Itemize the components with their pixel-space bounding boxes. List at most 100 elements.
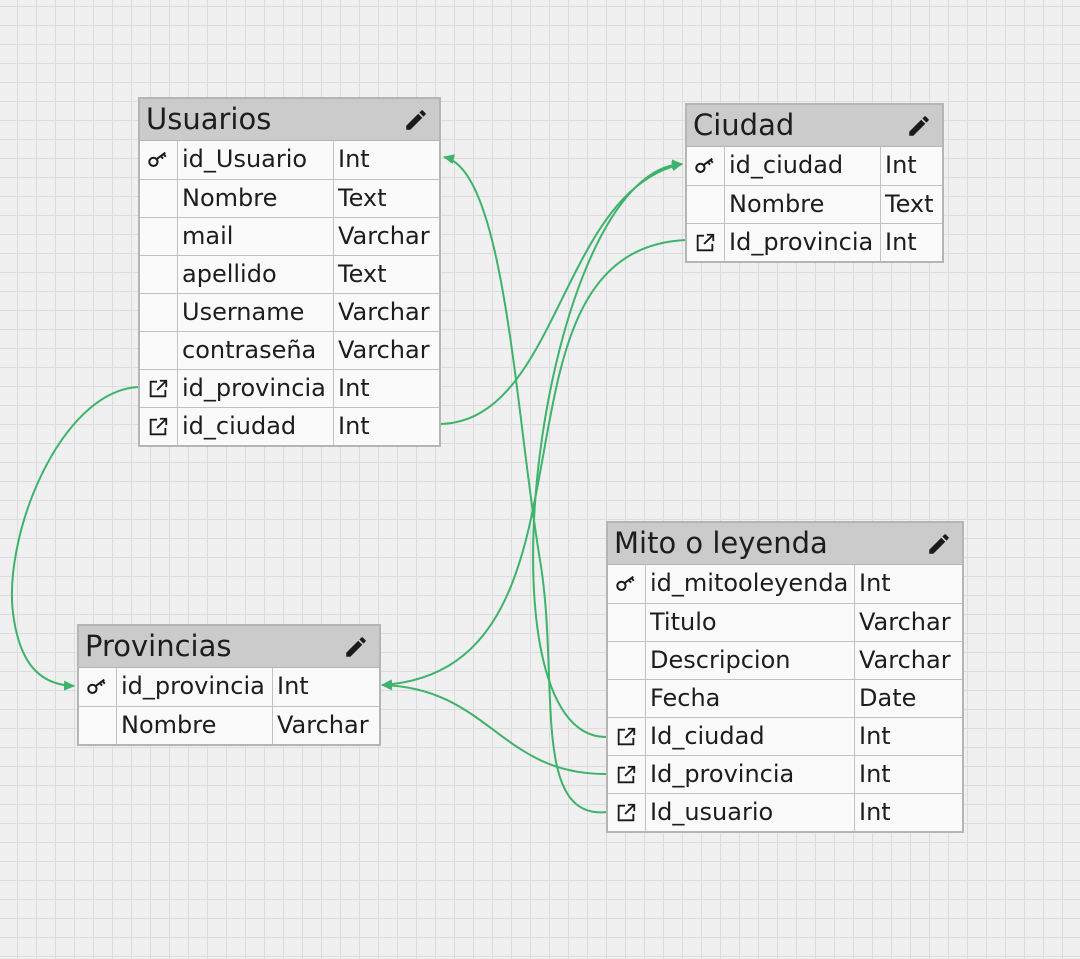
primary-key-icon xyxy=(608,565,646,603)
primary-key-icon xyxy=(687,147,725,185)
column-type: Int xyxy=(859,722,891,750)
foreign-key-icon xyxy=(608,718,646,755)
empty-icon-cell xyxy=(687,186,725,223)
empty-icon-cell xyxy=(608,642,646,679)
relation-mito-provincia[interactable] xyxy=(381,680,608,776)
column-type: Varchar xyxy=(338,222,430,250)
table-title: Mito o leyenda xyxy=(614,526,828,560)
foreign-key-icon xyxy=(687,224,725,261)
column-type: Int xyxy=(338,412,370,440)
column-type: Varchar xyxy=(277,711,369,739)
relation-usuarios-provincia[interactable] xyxy=(10,386,140,691)
empty-icon-cell xyxy=(79,707,117,744)
relation-usuarios-ciudad[interactable] xyxy=(440,161,683,425)
table-title: Ciudad xyxy=(693,108,795,142)
column-type: Int xyxy=(277,672,309,700)
column-type: Varchar xyxy=(859,608,951,636)
column-type: Date xyxy=(859,684,917,712)
foreign-key-icon xyxy=(140,370,178,407)
pencil-icon[interactable] xyxy=(403,107,429,133)
relation-mito-ciudad[interactable] xyxy=(532,159,683,739)
column-name: Id_provincia xyxy=(725,224,881,261)
column-name: Nombre xyxy=(725,186,881,223)
column-type: Int xyxy=(859,569,891,597)
empty-icon-cell xyxy=(140,294,178,331)
pencil-icon[interactable] xyxy=(906,113,932,139)
empty-icon-cell xyxy=(608,680,646,717)
column-name: id_provincia xyxy=(117,668,273,706)
pencil-icon[interactable] xyxy=(926,531,952,557)
column-name: Nombre xyxy=(117,707,273,744)
foreign-key-icon xyxy=(608,794,646,831)
column-name: id_mitooleyenda xyxy=(646,565,855,603)
column-type: Varchar xyxy=(859,646,951,674)
column-name: Descripcion xyxy=(646,642,855,679)
column-name: apellido xyxy=(178,256,334,293)
column-name: contraseña xyxy=(178,332,334,369)
foreign-key-icon xyxy=(140,408,178,445)
column-type: Text xyxy=(885,190,934,218)
column-type: Varchar xyxy=(338,298,430,326)
column-name: Nombre xyxy=(178,180,334,217)
table-title: Provincias xyxy=(85,629,232,663)
pencil-icon[interactable] xyxy=(343,634,369,660)
column-name: Id_usuario xyxy=(646,794,855,831)
column-name: Username xyxy=(178,294,334,331)
column-type: Text xyxy=(338,184,387,212)
column-name: Titulo xyxy=(646,604,855,641)
column-type: Varchar xyxy=(338,336,430,364)
table-header[interactable]: Ciudad xyxy=(687,105,942,147)
column-name: Fecha xyxy=(646,680,855,717)
table-header[interactable]: Usuarios xyxy=(140,99,439,141)
column-name: id_Usuario xyxy=(178,141,334,179)
relation-mito-usuario[interactable] xyxy=(443,154,608,814)
empty-icon-cell xyxy=(140,332,178,369)
empty-icon-cell xyxy=(608,604,646,641)
column-name: mail xyxy=(178,218,334,255)
relation-ciudad-provincia[interactable] xyxy=(381,239,687,690)
column-name: id_ciudad xyxy=(725,147,881,185)
column-type: Int xyxy=(338,145,370,173)
column-type: Int xyxy=(885,228,917,256)
column-type: Int xyxy=(338,374,370,402)
table-header[interactable]: Mito o leyenda xyxy=(608,523,962,565)
primary-key-icon xyxy=(140,141,178,179)
empty-icon-cell xyxy=(140,218,178,255)
column-type: Int xyxy=(859,760,891,788)
foreign-key-icon xyxy=(608,756,646,793)
table-header[interactable]: Provincias xyxy=(79,626,379,668)
empty-icon-cell xyxy=(140,180,178,217)
column-type: Int xyxy=(885,151,917,179)
table-title: Usuarios xyxy=(146,102,272,136)
column-type: Int xyxy=(859,798,891,826)
column-name: Id_provincia xyxy=(646,756,855,793)
column-type: Text xyxy=(338,260,387,288)
primary-key-icon xyxy=(79,668,117,706)
